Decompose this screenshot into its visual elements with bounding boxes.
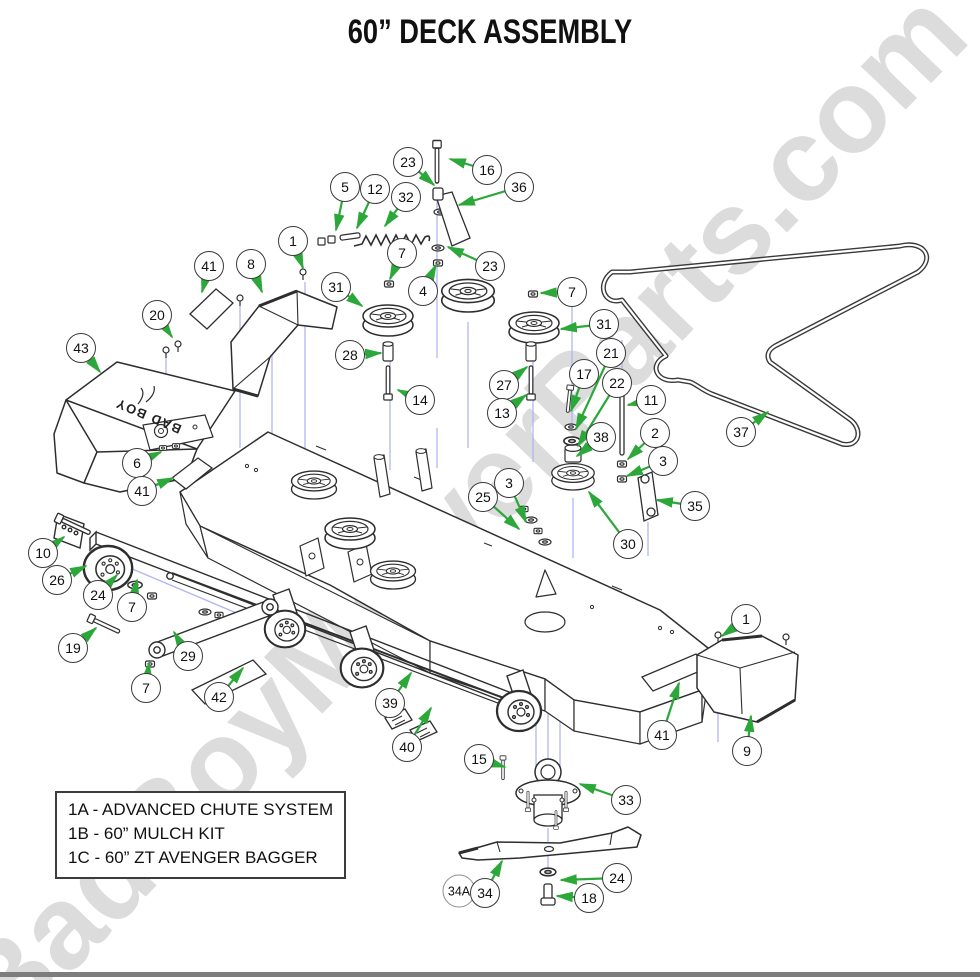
callout-31: 31 [321,272,351,302]
callout-18: 18 [574,883,604,913]
legend-line-1c: 1C - 60” ZT AVENGER BAGGER [68,848,318,868]
callout-31: 31 [589,309,619,339]
callout-29: 29 [173,641,203,671]
callout-10: 10 [28,538,58,568]
callout-41: 41 [127,476,157,506]
callout-32: 32 [391,182,421,212]
legend-line-1a: 1A - ADVANCED CHUTE SYSTEM [68,800,334,819]
callout-26: 26 [42,565,72,595]
callout-36: 36 [504,172,534,202]
callout-34A: 34A [442,874,476,908]
callout-23: 23 [393,147,423,177]
callout-23: 23 [475,251,505,281]
callout-27: 27 [489,370,519,400]
callout-14: 14 [405,385,435,415]
callout-15: 15 [464,744,494,774]
callout-42: 42 [204,682,234,712]
callout-7: 7 [387,238,417,268]
callout-3: 3 [494,468,524,498]
page-title: 60” DECK ASSEMBLY [347,11,633,52]
callout-3: 3 [648,446,678,476]
callout-21: 21 [596,338,626,368]
callout-1: 1 [278,226,308,256]
callout-37: 37 [726,417,756,447]
callout-43: 43 [66,333,96,363]
callout-41: 41 [194,251,224,281]
spindle-assembly-33 [499,755,581,830]
chute-cover-43: BAD BOY [53,361,236,493]
blade-hardware [539,867,557,906]
deck-body [179,431,709,745]
legend-box: 1A - ADVANCED CHUTE SYSTEM 1B - 60” MULC… [55,791,347,880]
callout-13: 13 [487,398,517,428]
callout-8: 8 [236,249,266,279]
belt-37 [600,242,930,447]
callout-22: 22 [602,368,632,398]
bottom-rule [0,972,980,977]
callout-7: 7 [557,277,587,307]
callout-16: 16 [472,155,502,185]
callout-28: 28 [335,340,365,370]
callout-38: 38 [586,422,616,452]
callout-4: 4 [408,276,438,306]
callout-24: 24 [602,863,632,893]
callout-7: 7 [117,592,147,622]
callout-11: 11 [636,385,666,415]
callout-5: 5 [330,172,360,202]
callout-40: 40 [392,732,422,762]
blade-34 [458,826,642,861]
callout-9: 9 [732,736,762,766]
callout-20: 20 [142,300,172,330]
callout-25: 25 [468,482,498,512]
callout-12: 12 [360,174,390,204]
callout-2: 2 [640,418,670,448]
callout-41: 41 [647,720,677,750]
callout-1: 1 [731,604,761,634]
callout-17: 17 [569,359,599,389]
discharge-chute-9 [696,634,799,724]
callout-33: 33 [611,785,641,815]
callout-34: 34 [470,878,500,908]
callout-6: 6 [122,448,152,478]
callout-30: 30 [613,529,643,559]
spring-32 [353,233,431,247]
callout-7: 7 [131,673,161,703]
legend-line-1b: 1B - 60” MULCH KIT [68,824,225,844]
callout-39: 39 [375,688,405,718]
chute-8 [230,289,338,398]
top-hardware [317,139,560,401]
callout-24: 24 [83,580,113,610]
callout-19: 19 [58,633,88,663]
callout-35: 35 [680,491,710,521]
